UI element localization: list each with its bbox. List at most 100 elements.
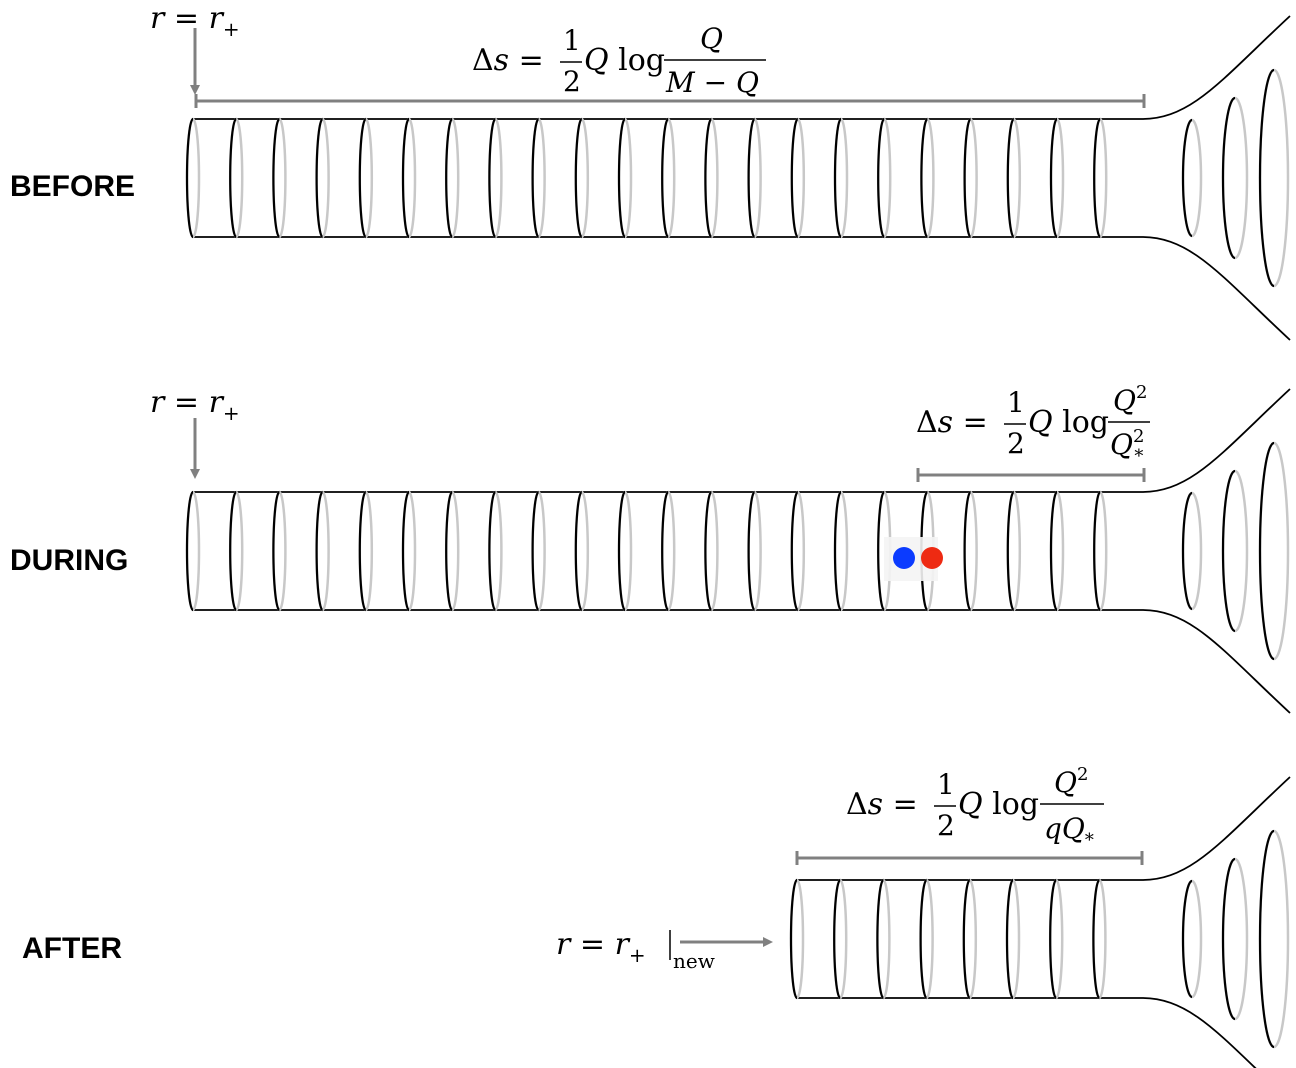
ring-front <box>401 117 410 239</box>
ring-front <box>747 117 756 239</box>
svg-text:Q log: Q log <box>1028 405 1109 440</box>
svg-text:2: 2 <box>937 809 955 842</box>
horizon-marker-during: r = r+ <box>150 385 240 479</box>
ring-front <box>272 490 280 612</box>
ring-front <box>185 117 194 239</box>
ring-front <box>1005 878 1014 1000</box>
panel-before: BEFORE r = r+ Δs = 1 2 Q log Q M − Q <box>10 1 1291 341</box>
horizon-marker-before: r = r+ <box>150 1 240 95</box>
svg-text:2: 2 <box>1007 427 1025 460</box>
ring-front <box>661 117 669 239</box>
flare-top <box>1141 388 1291 493</box>
ring-front <box>617 490 626 612</box>
flare-ring-front <box>1221 857 1236 1021</box>
ring-front <box>876 878 884 1000</box>
ring-front <box>747 490 756 612</box>
span-bar-during <box>916 468 1146 482</box>
svg-text:qQ*: qQ* <box>1044 812 1094 851</box>
ring-front <box>315 490 324 612</box>
ring-front <box>229 117 237 239</box>
ring-front <box>833 878 841 1000</box>
throat-tube-before <box>185 15 1291 341</box>
ring-front <box>833 490 842 612</box>
ring-front <box>272 117 280 239</box>
panel-label-after: AFTER <box>22 932 122 965</box>
flare-ring-front <box>1181 879 1193 999</box>
ring-front <box>919 878 928 1000</box>
panel-label-before: BEFORE <box>10 170 135 203</box>
flare-ring-front <box>1181 118 1193 238</box>
ring-front <box>1093 117 1101 239</box>
blue-particle <box>893 547 915 569</box>
ring-front <box>1049 117 1058 239</box>
flare-ring-front <box>1258 829 1275 1049</box>
ring-front <box>229 490 237 612</box>
horizon-marker-after: r = r+ new <box>556 927 773 973</box>
svg-text:Δs =: Δs = <box>916 405 988 440</box>
ring-front <box>1093 490 1101 612</box>
flare-bottom <box>1141 609 1291 714</box>
ring-front <box>1006 117 1015 239</box>
svg-text:Δs =: Δs = <box>472 43 544 78</box>
ring-front <box>617 117 626 239</box>
panel-after: AFTER r = r+ new Δs = 1 2 Q log Q2 qQ* <box>22 764 1291 1068</box>
throat-tube-during <box>185 388 1291 714</box>
ring-front <box>185 490 194 612</box>
ring-front <box>789 878 798 1000</box>
ring-front <box>358 117 367 239</box>
ring-front <box>790 490 799 612</box>
ring-front <box>358 490 367 612</box>
flare-ring-front <box>1221 469 1236 633</box>
flare-bottom <box>1141 997 1257 1068</box>
flare-ring-front <box>1258 441 1275 661</box>
ring-front <box>401 490 410 612</box>
ring-front <box>488 117 496 239</box>
svg-text:new: new <box>673 949 715 973</box>
ring-front <box>531 117 540 239</box>
svg-text:Q log: Q log <box>958 787 1039 822</box>
flare-ring-front <box>1258 68 1275 288</box>
svg-text:1: 1 <box>1007 386 1025 419</box>
horizon-label-before: r = r+ <box>150 1 240 41</box>
delta-s-formula-after: Δs = 1 2 Q log Q2 qQ* <box>846 764 1104 851</box>
svg-text:Δs =: Δs = <box>846 787 918 822</box>
ring-front <box>488 490 496 612</box>
ring-front <box>445 490 453 612</box>
flare-top <box>1141 15 1291 120</box>
ring-front <box>1049 490 1058 612</box>
horizon-label-during: r = r+ <box>150 385 240 425</box>
ring-front <box>963 117 972 239</box>
ring-front <box>445 117 453 239</box>
svg-text:1: 1 <box>937 768 955 801</box>
svg-text:2: 2 <box>563 65 581 98</box>
flare-ring-front <box>1221 96 1236 260</box>
span-bar-before <box>194 94 1146 108</box>
ring-front <box>574 490 583 612</box>
delta-s-formula-before: Δs = 1 2 Q log Q M − Q <box>472 22 766 99</box>
flare-top <box>1141 776 1291 881</box>
ring-front <box>833 117 842 239</box>
svg-text:1: 1 <box>563 24 581 57</box>
ring-front <box>1049 878 1057 1000</box>
panel-during: DURING r = r+ Δs = 1 2 Q log Q2 Q2* <box>10 382 1291 714</box>
panel-label-during: DURING <box>10 544 128 577</box>
svg-text:Q log: Q log <box>584 43 665 78</box>
particle-pair <box>884 537 943 581</box>
ring-front <box>877 117 885 239</box>
svg-text:Q2: Q2 <box>1113 382 1147 417</box>
ring-front <box>704 117 712 239</box>
ring-front <box>1006 490 1015 612</box>
ring-front <box>962 878 971 1000</box>
ring-front <box>877 490 885 612</box>
red-particle <box>921 547 943 569</box>
throat-tube-after <box>789 776 1291 1068</box>
delta-s-formula-during: Δs = 1 2 Q log Q2 Q2* <box>916 382 1150 467</box>
ring-front <box>704 490 712 612</box>
ring-front <box>661 490 669 612</box>
flare-ring-front <box>1181 491 1193 611</box>
flare-bottom <box>1141 236 1291 341</box>
svg-text:Q: Q <box>700 22 723 55</box>
span-bar-after <box>795 851 1144 865</box>
ring-front <box>531 490 540 612</box>
